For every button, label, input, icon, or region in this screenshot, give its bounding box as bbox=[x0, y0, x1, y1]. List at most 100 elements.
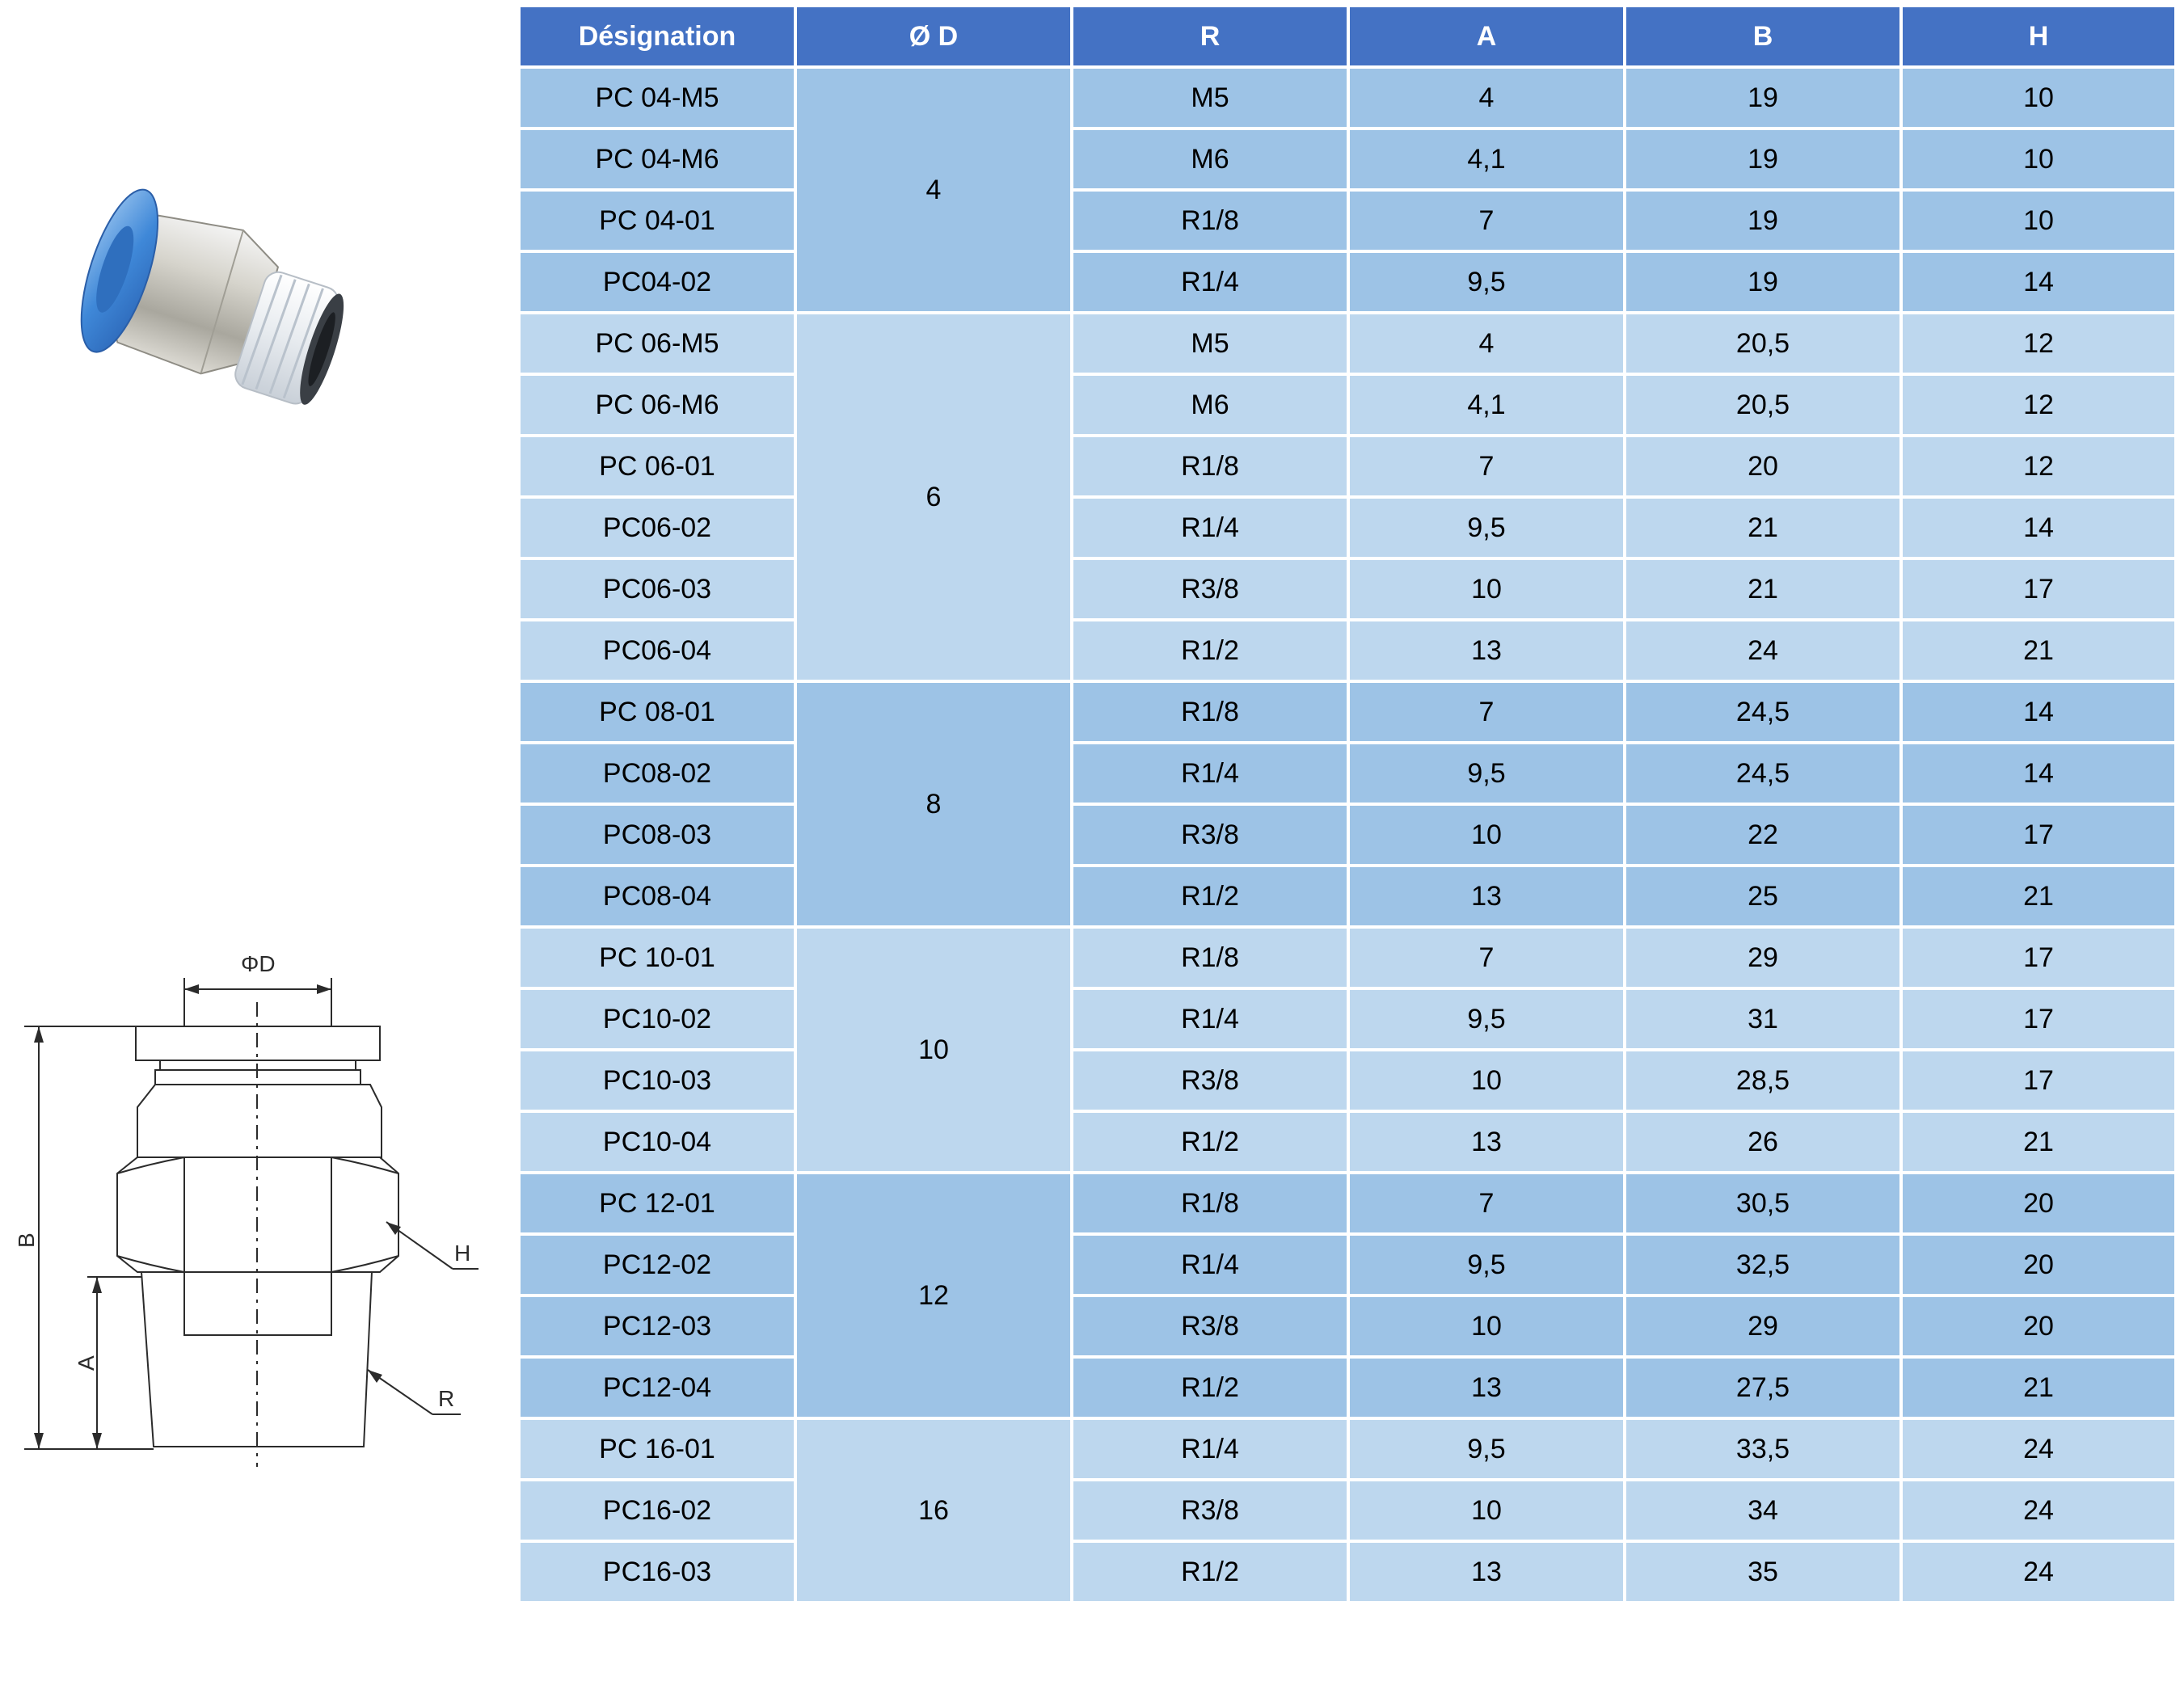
cell-b: 24,5 bbox=[1623, 741, 1903, 806]
cell-h: 24 bbox=[1899, 1478, 2178, 1543]
cell-r: R1/2 bbox=[1070, 618, 1350, 683]
cell-b: 22 bbox=[1623, 803, 1903, 867]
cell-designation: PC16-02 bbox=[517, 1478, 797, 1543]
cell-r: R3/8 bbox=[1070, 1478, 1350, 1543]
cell-designation: PC12-02 bbox=[517, 1232, 797, 1297]
cell-r: R1/8 bbox=[1070, 925, 1350, 990]
cell-designation: PC 06-M5 bbox=[517, 311, 797, 376]
hex-outline bbox=[116, 1156, 399, 1273]
cell-designation: PC 06-01 bbox=[517, 434, 797, 499]
label-b: B bbox=[14, 1232, 39, 1248]
cell-r: R1/8 bbox=[1070, 1171, 1350, 1236]
cell-r: R1/4 bbox=[1070, 250, 1350, 314]
cell-designation: PC04-02 bbox=[517, 250, 797, 314]
cell-b: 19 bbox=[1623, 65, 1903, 130]
cell-b: 24,5 bbox=[1623, 680, 1903, 744]
cell-h: 21 bbox=[1899, 864, 2178, 929]
cell-r: R1/4 bbox=[1070, 495, 1350, 560]
cell-h: 17 bbox=[1899, 803, 2178, 867]
cell-b: 20,5 bbox=[1623, 373, 1903, 437]
cell-a: 10 bbox=[1347, 557, 1626, 621]
label-r: R bbox=[438, 1386, 454, 1411]
cell-h: 24 bbox=[1899, 1417, 2178, 1481]
cell-a: 4 bbox=[1347, 311, 1626, 376]
cell-a: 7 bbox=[1347, 1171, 1626, 1236]
cell-h: 17 bbox=[1899, 1048, 2178, 1113]
cell-a: 7 bbox=[1347, 434, 1626, 499]
cell-a: 10 bbox=[1347, 1478, 1626, 1543]
cell-b: 31 bbox=[1623, 987, 1903, 1051]
cell-b: 19 bbox=[1623, 188, 1903, 253]
cell-designation: PC08-03 bbox=[517, 803, 797, 867]
cell-r: M5 bbox=[1070, 311, 1350, 376]
cell-a: 13 bbox=[1347, 618, 1626, 683]
header-designation: Désignation bbox=[517, 4, 797, 69]
cell-a: 7 bbox=[1347, 925, 1626, 990]
cell-a: 10 bbox=[1347, 1294, 1626, 1359]
cell-r: R3/8 bbox=[1070, 803, 1350, 867]
cell-a: 4 bbox=[1347, 65, 1626, 130]
cell-designation: PC06-04 bbox=[517, 618, 797, 683]
cell-a: 13 bbox=[1347, 1110, 1626, 1174]
cell-designation: PC 12-01 bbox=[517, 1171, 797, 1236]
cell-h: 10 bbox=[1899, 65, 2178, 130]
cell-h: 14 bbox=[1899, 741, 2178, 806]
cell-diameter: 6 bbox=[794, 311, 1073, 683]
cell-a: 10 bbox=[1347, 1048, 1626, 1113]
cell-r: R3/8 bbox=[1070, 1048, 1350, 1113]
cell-r: M6 bbox=[1070, 373, 1350, 437]
cell-r: R1/2 bbox=[1070, 1540, 1350, 1604]
header-h: H bbox=[1899, 4, 2178, 69]
cell-h: 21 bbox=[1899, 1110, 2178, 1174]
cell-b: 25 bbox=[1623, 864, 1903, 929]
cell-a: 13 bbox=[1347, 864, 1626, 929]
cell-designation: PC 10-01 bbox=[517, 925, 797, 990]
cell-designation: PC12-03 bbox=[517, 1294, 797, 1359]
cell-b: 28,5 bbox=[1623, 1048, 1903, 1113]
cell-a: 7 bbox=[1347, 188, 1626, 253]
cell-designation: PC06-02 bbox=[517, 495, 797, 560]
cell-designation: PC 16-01 bbox=[517, 1417, 797, 1481]
cell-r: R1/4 bbox=[1070, 1232, 1350, 1297]
cell-a: 13 bbox=[1347, 1355, 1626, 1420]
cell-b: 20 bbox=[1623, 434, 1903, 499]
cell-a: 9,5 bbox=[1347, 987, 1626, 1051]
cell-b: 30,5 bbox=[1623, 1171, 1903, 1236]
cell-diameter: 4 bbox=[794, 65, 1073, 314]
cell-b: 19 bbox=[1623, 250, 1903, 314]
cell-r: R1/8 bbox=[1070, 188, 1350, 253]
cell-a: 9,5 bbox=[1347, 741, 1626, 806]
cell-b: 26 bbox=[1623, 1110, 1903, 1174]
cell-a: 7 bbox=[1347, 680, 1626, 744]
cell-r: R1/4 bbox=[1070, 1417, 1350, 1481]
cell-b: 21 bbox=[1623, 557, 1903, 621]
cell-h: 12 bbox=[1899, 434, 2178, 499]
cell-h: 14 bbox=[1899, 250, 2178, 314]
cell-designation: PC08-02 bbox=[517, 741, 797, 806]
cell-b: 21 bbox=[1623, 495, 1903, 560]
cell-a: 10 bbox=[1347, 803, 1626, 867]
cell-h: 21 bbox=[1899, 1355, 2178, 1420]
cell-b: 29 bbox=[1623, 925, 1903, 990]
cell-designation: PC10-02 bbox=[517, 987, 797, 1051]
cell-a: 13 bbox=[1347, 1540, 1626, 1604]
cell-designation: PC10-03 bbox=[517, 1048, 797, 1113]
cell-h: 10 bbox=[1899, 127, 2178, 192]
